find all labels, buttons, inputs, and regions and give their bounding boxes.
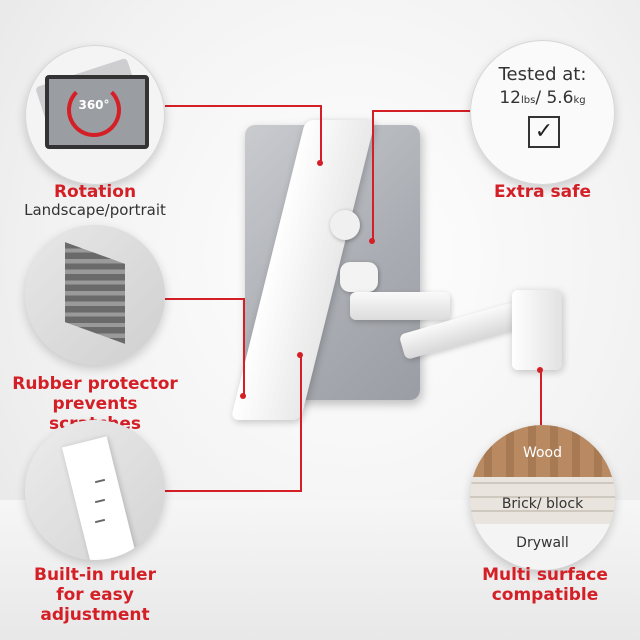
checkbox-icon: ✓ — [528, 116, 560, 148]
rotation-subtitle: Landscape/portrait — [24, 201, 166, 220]
wall-plate — [512, 290, 562, 370]
connector-line — [300, 355, 302, 492]
connector-line — [165, 490, 300, 492]
connector-line — [165, 298, 243, 300]
connector-dot — [240, 393, 246, 399]
drywall-layer — [470, 523, 615, 570]
rotation-circle: 360° — [25, 45, 165, 185]
brick-layer — [470, 477, 615, 524]
ruler-circle — [25, 420, 165, 560]
arm-upper — [350, 292, 450, 320]
tested-value: 12lbs/ 5.6kg — [499, 88, 586, 108]
ruler-title-line2: for easy adjustment — [40, 585, 150, 626]
safe-label: Extra safe — [465, 182, 620, 202]
connector-line — [372, 110, 374, 240]
safe-circle: Tested at: 12lbs/ 5.6kg ✓ — [470, 40, 615, 185]
connector-line — [540, 370, 542, 435]
surface-title-line1: Multi surface — [482, 565, 608, 585]
ruler-label: Built-in ruler for easy adjustment — [0, 565, 190, 625]
connector-dot — [297, 352, 303, 358]
connector-line — [165, 105, 320, 107]
rotate-arrow-icon — [67, 83, 121, 137]
ruler-title-line1: Built-in ruler — [34, 565, 156, 585]
adjust-knob — [330, 210, 360, 240]
rotation-label: Rotation Landscape/portrait — [10, 182, 180, 220]
connector-line — [243, 298, 245, 396]
rotation-badge: 360° — [78, 98, 110, 112]
brick-label: Brick/ block — [501, 496, 584, 513]
rotation-title: Rotation — [53, 182, 137, 202]
connector-dot — [317, 160, 323, 166]
wood-label: Wood — [522, 445, 563, 462]
connector-dot — [369, 238, 375, 244]
surface-title-line2: compatible — [491, 585, 599, 606]
surface-circle: Wood Brick/ block Drywall — [470, 425, 615, 570]
tested-title: Tested at: — [498, 64, 587, 85]
wood-layer — [470, 425, 615, 478]
connector-line — [320, 105, 322, 165]
swivel-joint — [340, 262, 378, 292]
connector-line — [372, 110, 482, 112]
safe-title: Extra safe — [494, 182, 591, 202]
rubber-circle — [25, 225, 165, 365]
connector-dot — [537, 367, 543, 373]
drywall-label: Drywall — [516, 535, 569, 552]
rubber-title-line1: Rubber protector — [12, 374, 178, 394]
surface-label: Multi surface compatible — [460, 565, 630, 605]
